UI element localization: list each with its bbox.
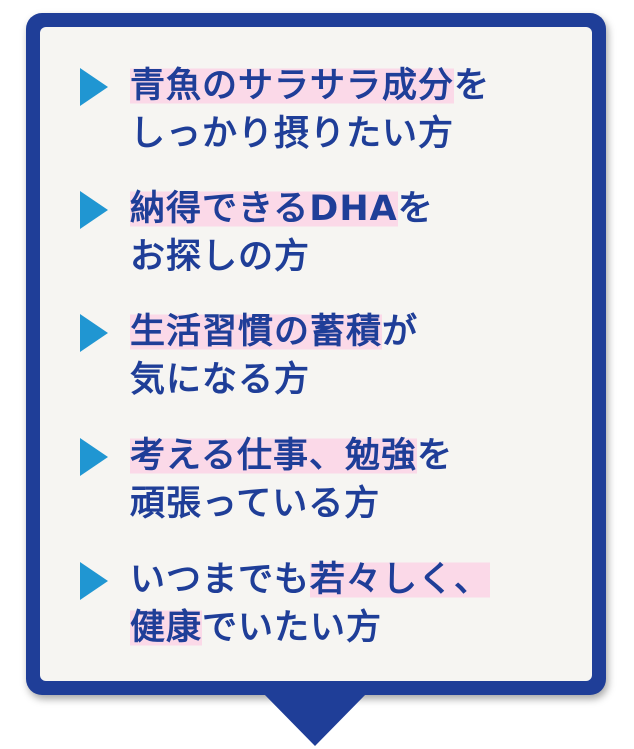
checklist-card (26, 13, 606, 695)
plain-text: いつまでも (130, 560, 311, 600)
highlighted-text: 青魚のサラサラ成分 (130, 66, 455, 106)
list-item-line: 健康でいたい方 (130, 598, 490, 658)
plain-text: が (382, 312, 419, 352)
list-item: 納得できるDHAを お探しの方 (80, 189, 434, 287)
list-item-line: 気になる方 (130, 350, 418, 410)
list-item: 考える仕事、勉強を 頑張っている方 (80, 436, 453, 534)
list-item-line: 納得できるDHAを (130, 179, 434, 239)
triangle-right-icon (80, 68, 108, 106)
triangle-right-icon (80, 191, 108, 229)
list-item-line: 青魚のサラサラ成分を (130, 56, 490, 116)
highlighted-text: 若々しく、 (310, 560, 491, 600)
list-item-text: 納得できるDHAを お探しの方 (130, 189, 434, 287)
triangle-right-icon (80, 314, 108, 352)
list-item-text: 生活習慣の蓄積が 気になる方 (130, 312, 418, 410)
list-item: 青魚のサラサラ成分を しっかり摂りたい方 (80, 66, 490, 164)
list-item-line: しっかり摂りたい方 (130, 104, 490, 164)
plain-text: 頑張っている方 (130, 484, 381, 524)
highlighted-text: 納得できるDHA (130, 189, 398, 229)
list-item-line: お探しの方 (130, 227, 434, 287)
highlighted-text: 健康 (130, 608, 203, 648)
plain-text: しっかり摂りたい方 (130, 114, 455, 154)
plain-text: を (454, 66, 491, 106)
list-item-text: 青魚のサラサラ成分を しっかり摂りたい方 (130, 66, 490, 164)
plain-text: を (416, 436, 453, 476)
list-item: いつまでも若々しく、 健康でいたい方 (80, 560, 491, 658)
plain-text: 気になる方 (130, 360, 311, 400)
list-item-text: 考える仕事、勉強を 頑張っている方 (130, 436, 453, 534)
list-item: 生活習慣の蓄積が 気になる方 (80, 312, 418, 410)
triangle-right-icon (80, 562, 108, 600)
triangle-right-icon (80, 438, 108, 476)
down-pointer-icon (263, 693, 367, 746)
list-item-line: 生活習慣の蓄積が (130, 302, 418, 362)
list-item-line: 頑張っている方 (130, 474, 453, 534)
plain-text: お探しの方 (130, 237, 311, 277)
list-item-line: 考える仕事、勉強を (130, 426, 453, 486)
highlighted-text: 考える仕事、勉強 (130, 436, 417, 476)
plain-text: でいたい方 (202, 608, 383, 648)
list-item-text: いつまでも若々しく、 健康でいたい方 (130, 560, 491, 658)
list-item-line: いつまでも若々しく、 (130, 550, 491, 610)
highlighted-text: 生活習慣の蓄積 (130, 312, 383, 352)
plain-text: を (397, 189, 434, 229)
